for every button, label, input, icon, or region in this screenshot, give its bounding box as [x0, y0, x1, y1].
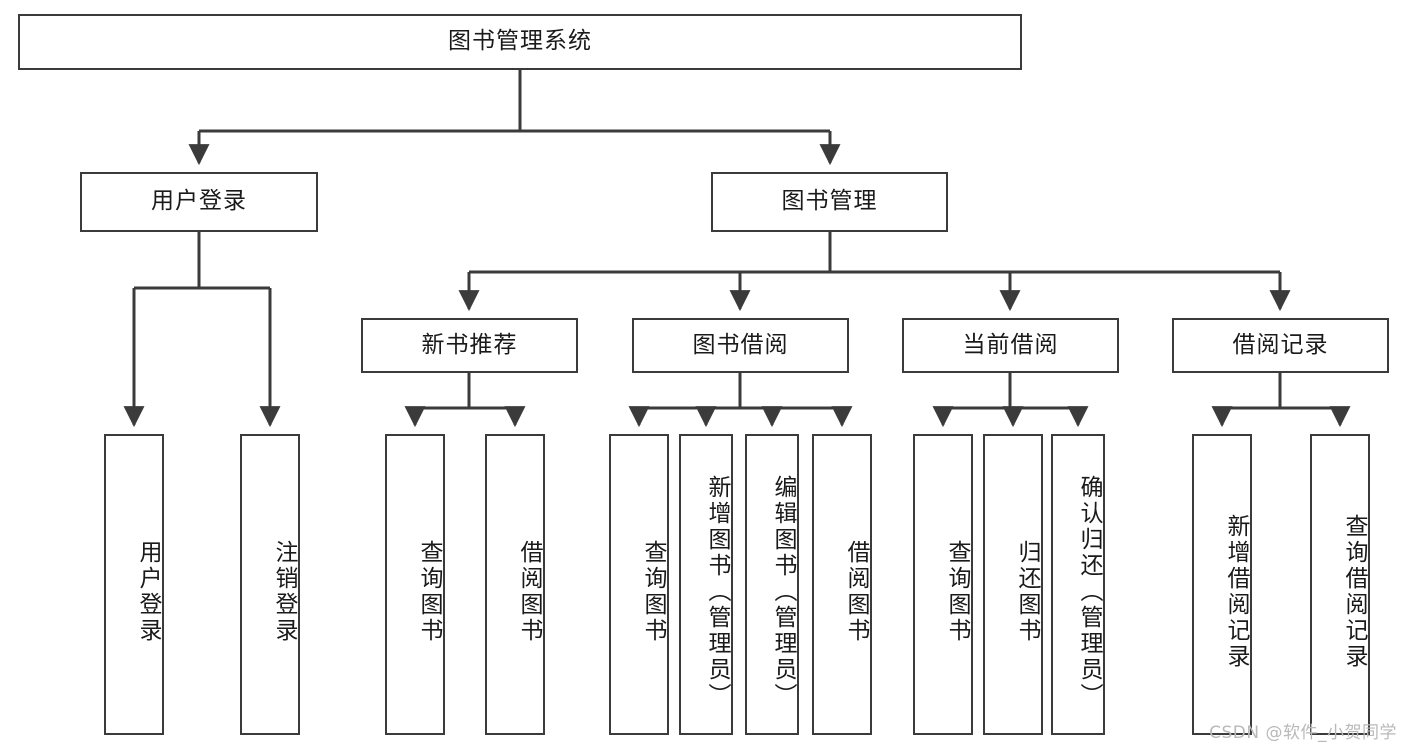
leaf-add-borrow-record-label: 新增借阅记录 [1223, 513, 1249, 670]
node-user-login-label: 用户登录 [151, 188, 247, 215]
node-current-borrow[interactable]: 当前借阅 [902, 318, 1119, 373]
node-book-borrow-label: 图书借阅 [692, 331, 789, 358]
node-book-borrow[interactable]: 图书借阅 [632, 318, 849, 373]
node-root-label: 图书管理系统 [448, 28, 592, 55]
node-new-book-recommend[interactable]: 新书推荐 [361, 318, 578, 373]
leaf-user-login[interactable]: 用户登录 [104, 434, 164, 735]
leaf-confirm-return-admin-label: 确认归还（管理员） [1076, 474, 1102, 709]
leaf-add-book-admin-label: 新增图书（管理员） [704, 474, 730, 709]
leaf-query-book-recommend-label: 查询图书 [416, 539, 442, 644]
leaf-query-book-current[interactable]: 查询图书 [913, 434, 973, 735]
csdn-watermark: CSDN @软件_小贺同学 [1209, 723, 1397, 743]
leaf-add-borrow-record[interactable]: 新增借阅记录 [1192, 434, 1252, 735]
node-root[interactable]: 图书管理系统 [18, 14, 1022, 70]
leaf-confirm-return-admin[interactable]: 确认归还（管理员） [1051, 434, 1105, 735]
node-borrow-record-label: 借阅记录 [1232, 331, 1329, 358]
node-new-book-recommend-label: 新书推荐 [421, 331, 518, 358]
leaf-user-login-label: 用户登录 [135, 539, 161, 644]
leaf-query-book-current-label: 查询图书 [944, 539, 970, 644]
leaf-add-book-admin[interactable]: 新增图书（管理员） [679, 434, 733, 735]
leaf-borrow-book[interactable]: 借阅图书 [812, 434, 872, 735]
leaf-query-book-recommend[interactable]: 查询图书 [385, 434, 445, 735]
leaf-borrow-book-label: 借阅图书 [843, 539, 869, 644]
leaf-return-book-label: 归还图书 [1014, 539, 1040, 644]
node-borrow-record[interactable]: 借阅记录 [1172, 318, 1389, 373]
leaf-query-borrow-record-label: 查询借阅记录 [1341, 513, 1367, 670]
leaf-borrow-book-recommend[interactable]: 借阅图书 [485, 434, 545, 735]
leaf-borrow-book-recommend-label: 借阅图书 [516, 539, 542, 644]
node-user-login[interactable]: 用户登录 [80, 172, 318, 232]
leaf-return-book[interactable]: 归还图书 [983, 434, 1043, 735]
leaf-query-book-borrow[interactable]: 查询图书 [609, 434, 669, 735]
leaf-logout-label: 注销登录 [271, 539, 297, 644]
leaf-logout[interactable]: 注销登录 [240, 434, 300, 735]
leaf-edit-book-admin[interactable]: 编辑图书（管理员） [745, 434, 799, 735]
leaf-edit-book-admin-label: 编辑图书（管理员） [770, 474, 796, 709]
leaf-query-book-borrow-label: 查询图书 [640, 539, 666, 644]
node-book-management[interactable]: 图书管理 [711, 172, 948, 232]
leaf-query-borrow-record[interactable]: 查询借阅记录 [1310, 434, 1370, 735]
node-current-borrow-label: 当前借阅 [962, 331, 1059, 358]
node-book-management-label: 图书管理 [781, 188, 878, 215]
